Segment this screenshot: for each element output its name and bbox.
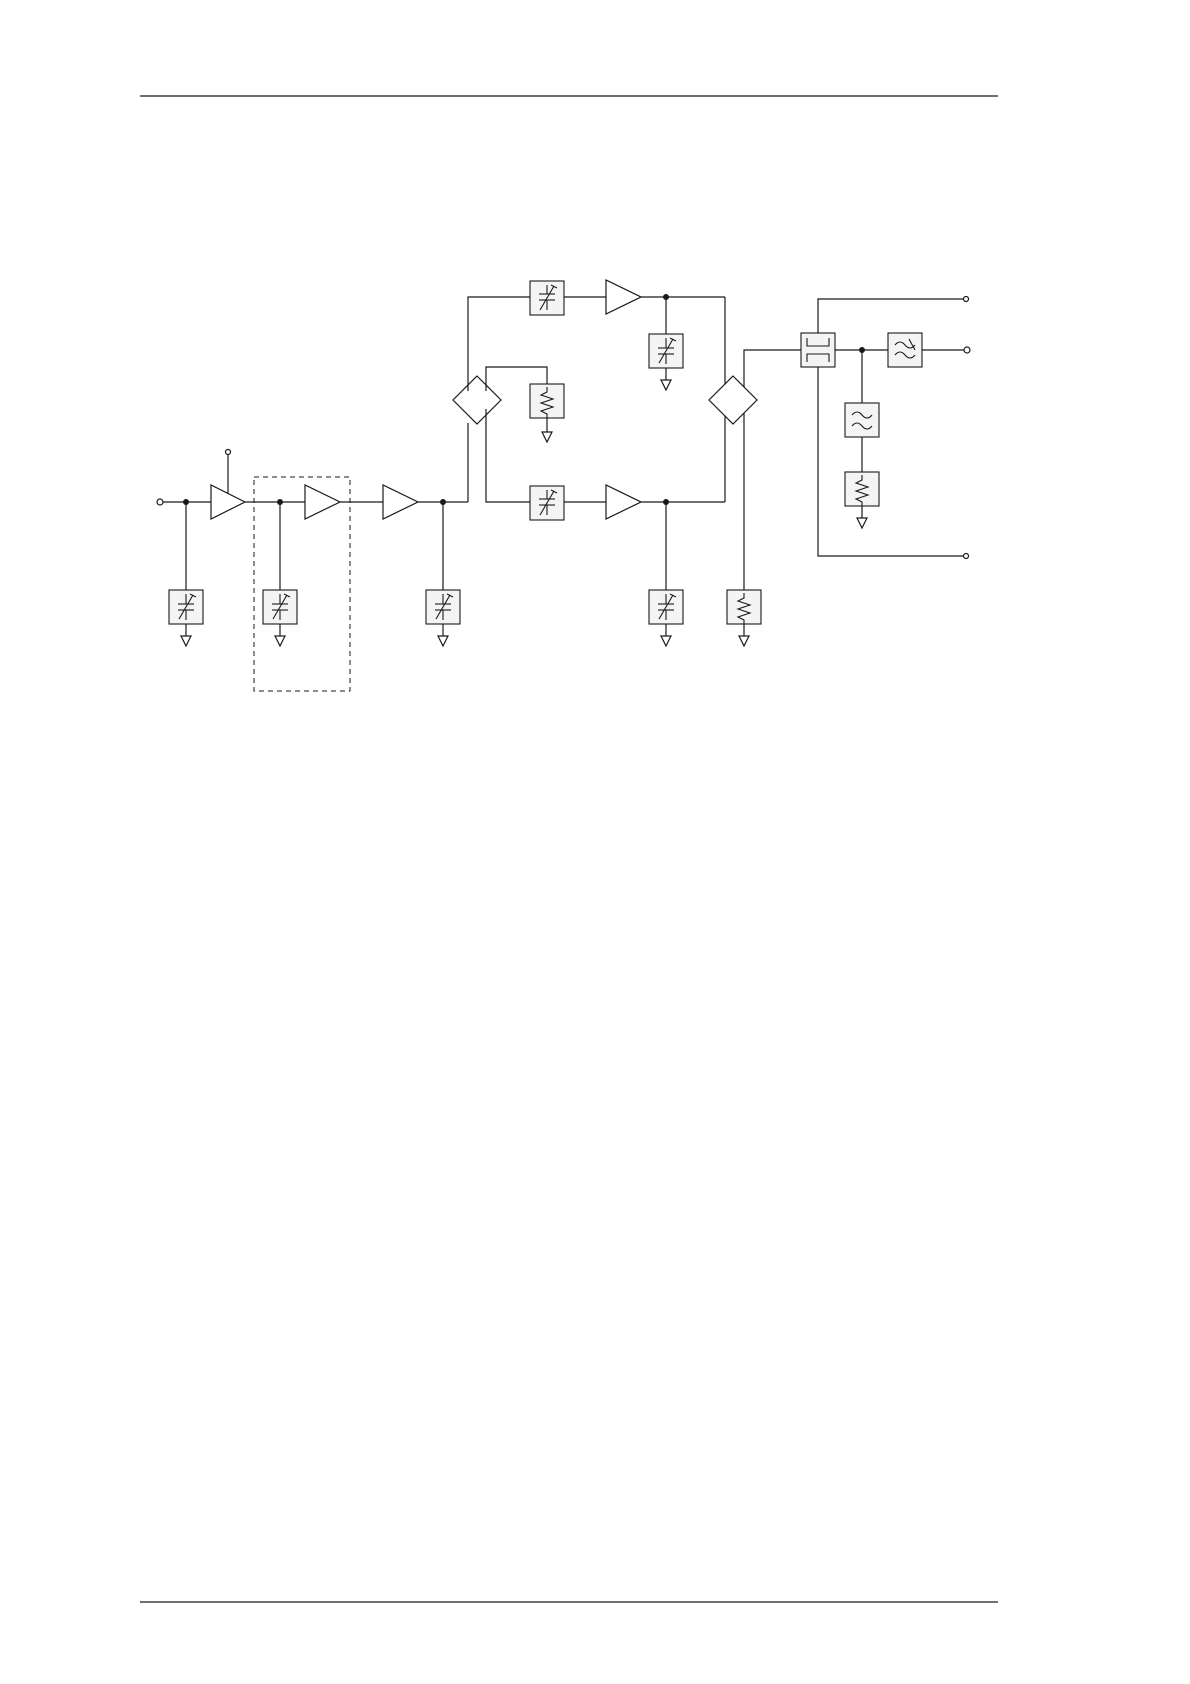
phase-shifter-upper <box>530 281 564 315</box>
wire-coupled-port-upper <box>818 299 964 333</box>
phase-shifter-lower <box>530 486 564 520</box>
tunable-capacitor-2 <box>263 590 297 624</box>
filter-series <box>888 333 922 367</box>
wire-lower-branch <box>486 409 530 502</box>
ground-icon <box>181 636 191 646</box>
ground-icon <box>275 636 285 646</box>
ground-icon <box>661 380 671 390</box>
ground-icon <box>739 636 749 646</box>
isolation-resistor <box>530 384 564 418</box>
tunable-capacitor-lower <box>649 590 683 624</box>
wire-combiner-out <box>744 350 801 387</box>
ground-icon <box>857 518 867 528</box>
amp-lower-triangle <box>606 485 641 519</box>
filter-shunt <box>845 403 879 437</box>
termination-resistor <box>727 590 761 624</box>
ground-icon <box>438 636 448 646</box>
tunable-capacitor-upper <box>649 334 683 368</box>
amp-upper-triangle <box>606 280 641 314</box>
input-terminal <box>157 499 163 505</box>
rf-output-terminal <box>964 347 970 353</box>
dashed-module-boundary <box>254 477 350 691</box>
combiner-diamond <box>709 376 757 424</box>
ground-icon <box>542 432 552 442</box>
splitter-diamond <box>453 376 501 424</box>
bias-terminal <box>226 450 231 455</box>
tunable-capacitor-3 <box>426 590 460 624</box>
output-terminal-lower <box>964 554 969 559</box>
preamp-2-triangle <box>305 485 340 519</box>
driver-amp-triangle <box>383 485 418 519</box>
output-terminal-upper <box>964 297 969 302</box>
tunable-capacitor-1 <box>169 590 203 624</box>
wire-coupled-port-lower <box>818 367 964 556</box>
directional-coupler <box>801 333 835 367</box>
ground-icon <box>661 636 671 646</box>
filter-load-resistor <box>845 472 879 506</box>
